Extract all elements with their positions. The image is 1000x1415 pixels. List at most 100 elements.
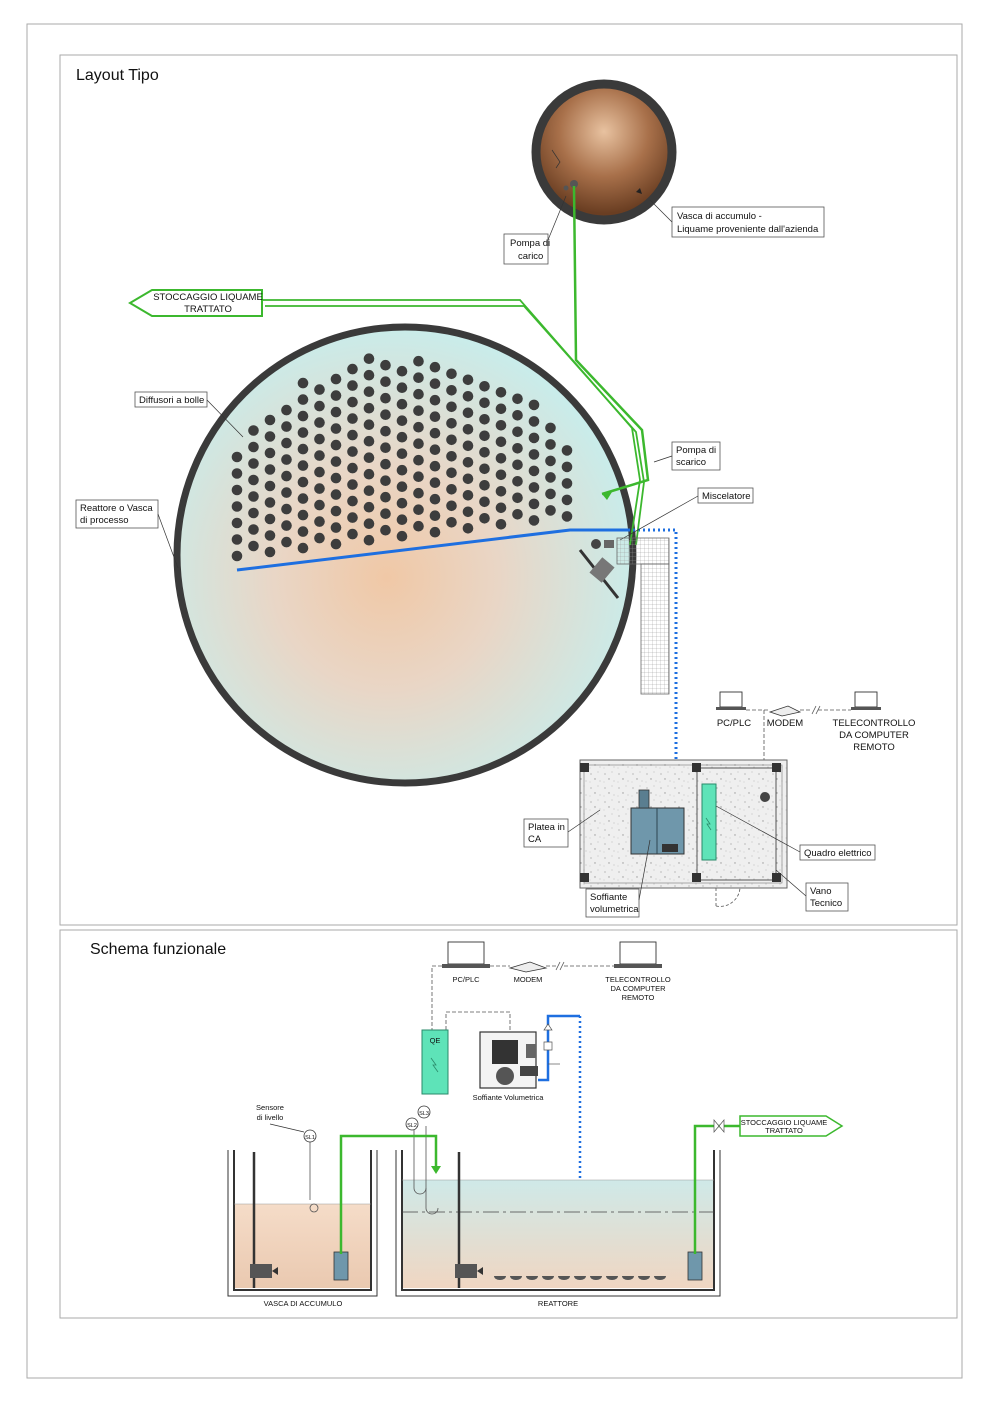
diffuser-dot: [314, 532, 325, 544]
schema-remote-laptop-icon: [614, 941, 662, 968]
diffuser-dot: [281, 470, 292, 482]
schema-remote-label-3: REMOTO: [622, 993, 655, 1002]
diffuser-dot: [479, 397, 490, 409]
reactor: [173, 323, 637, 787]
diffuser-dot: [495, 453, 507, 464]
diffuser-dot: [330, 505, 342, 517]
diffuser-dot: [380, 442, 391, 454]
schema-diffuser: [638, 1276, 650, 1280]
diffuser-dot: [495, 469, 507, 481]
diffuser-dot: [429, 394, 441, 406]
diffuser-dot: [363, 534, 375, 546]
diffuser-dot: [429, 460, 441, 472]
diffuser-dot: [512, 443, 523, 454]
diffuser-dot: [347, 462, 358, 474]
schema-diffuser: [510, 1276, 522, 1280]
diffuser-dot: [446, 368, 457, 380]
diffuser-dot: [462, 391, 474, 402]
diffuser-dot: [248, 441, 259, 453]
diffuser-dot: [264, 530, 276, 541]
reactor-label-1: Reattore o Vasca: [80, 503, 153, 514]
diffuser-dot: [561, 478, 573, 489]
diffuser-dot: [330, 538, 342, 550]
schema-frame: [59, 929, 958, 1319]
diffuser-dot: [264, 414, 276, 426]
storage-tank-label-1: Vasca di accumulo -: [677, 211, 762, 222]
diffuser-dot: [347, 429, 358, 441]
load-pump-callout: Pompa di carico: [503, 195, 567, 265]
mixer-label: Miscelatore: [702, 491, 751, 502]
schema-electrical-panel: QE: [421, 1029, 449, 1095]
diffuser-dot: [281, 404, 292, 416]
diffuser-dot: [479, 463, 490, 475]
diffuser-dot: [446, 467, 457, 479]
diffuser-dot: [413, 471, 424, 483]
diffuser-dot: [347, 413, 358, 424]
diffusers-callout: Diffusori a bolle: [134, 391, 244, 438]
diffuser-dot: [479, 496, 490, 508]
diffuser-dot: [380, 508, 391, 519]
diffuser-dot: [380, 392, 391, 404]
schema-modem-icon: [508, 961, 548, 973]
diffuser-dot: [297, 394, 309, 405]
schema-reactor: REATTORE: [395, 1126, 721, 1308]
diffuser-dot: [396, 398, 408, 410]
diffuser-dot: [347, 528, 358, 540]
diffuser-dot: [429, 493, 441, 505]
diffuser-dot: [512, 426, 523, 438]
diffuser-dot: [429, 477, 441, 489]
schema-pcplc-label: PC/PLC: [452, 975, 480, 984]
diffuser-dot: [281, 503, 292, 515]
diffuser-dot: [314, 466, 325, 478]
sheet-border: [26, 23, 963, 1379]
diffuser-dot: [297, 460, 309, 471]
diffuser-dot: [297, 526, 309, 537]
schema-treated-label-1: STOCCAGGIO LIQUAME: [741, 1118, 828, 1127]
schema-blower-label: Soffiante Volumetrica: [473, 1093, 545, 1102]
diffuser-array: [231, 353, 573, 562]
sensor-tag-sl2: SL2: [405, 1117, 419, 1131]
svg-text:SL3: SL3: [419, 1111, 429, 1117]
diffuser-dot: [512, 492, 523, 504]
storage-tank-callout: Vasca di accumulo - Liquame proveniente …: [649, 199, 825, 238]
air-line-reactor: [236, 528, 628, 572]
diffuser-dot: [446, 484, 457, 495]
diffuser-dot: [512, 410, 523, 421]
diffuser-dot: [462, 490, 474, 501]
diffuser-dot: [462, 523, 474, 534]
diffuser-dot: [413, 388, 424, 400]
mixer: [578, 539, 620, 599]
blower-label-2: volumetrica: [590, 904, 639, 915]
diffuser-dot: [231, 501, 243, 512]
diffuser-dot: [380, 359, 391, 371]
diffuser-dot: [479, 447, 490, 458]
layout-title: Layout Tipo: [76, 67, 159, 84]
diffuser-dot: [347, 380, 358, 391]
diffuser-dot: [413, 421, 424, 433]
diffuser-dot: [347, 446, 358, 457]
diffuser-dot: [413, 355, 424, 367]
diffuser-dot: [281, 536, 292, 548]
diffuser-dot: [281, 454, 292, 465]
diffuser-dot: [429, 444, 441, 456]
blower-callout: Soffiante volumetrica: [585, 839, 651, 918]
diffuser-dot: [561, 494, 573, 506]
diffuser-dot: [462, 457, 474, 468]
diffuser-dot: [314, 433, 325, 445]
diffuser-dot: [264, 546, 276, 558]
blower-unit: [630, 789, 685, 855]
schema-diffuser: [622, 1276, 634, 1280]
diffuser-dot: [462, 473, 474, 485]
diffuser-dot: [314, 483, 325, 494]
diffuser-dot: [363, 452, 375, 464]
diffuser-dot: [446, 451, 457, 462]
diffuser-dot: [528, 465, 540, 477]
diffuser-dot: [363, 386, 375, 398]
diffuser-dot: [528, 515, 540, 526]
diffuser-dot: [363, 468, 375, 480]
diffuser-dot: [297, 377, 309, 389]
diffuser-dot: [380, 458, 391, 470]
diffuser-dot: [479, 414, 490, 425]
diffuser-dot: [314, 417, 325, 428]
